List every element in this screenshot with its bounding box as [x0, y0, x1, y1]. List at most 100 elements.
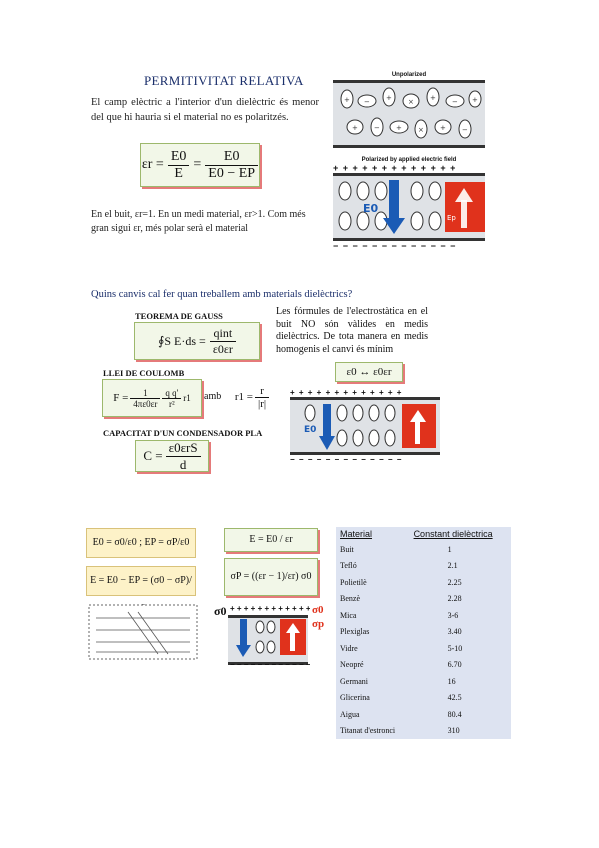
table-row: Polietilè 2.25: [336, 574, 511, 591]
material-constant: 3-6: [447, 610, 459, 620]
material-constant: 2.1: [447, 561, 458, 571]
capacitor-title: CAPACITAT D'UN CONDENSADOR PLA: [103, 428, 263, 438]
coulomb-title: LLEI DE COULOMB: [103, 368, 185, 378]
unpolarized-plates: +−+×+−++−+×+−: [333, 80, 485, 148]
eq-lhs: εr =: [141, 157, 164, 172]
table-row: Glicerina 42.5: [336, 690, 511, 707]
field-equations-2: E = E0 − EP = (σ0 − σP)/ε0: [86, 566, 196, 614]
material-constant: 16: [447, 676, 456, 686]
svg-text:×: ×: [408, 98, 414, 106]
material-constant: 310: [447, 726, 460, 736]
sigmap-label: σp: [312, 618, 325, 630]
gauss-title: TEOREMA DE GAUSS: [135, 311, 223, 321]
sigma-minus-row: − − − − − − − − − − − − −: [230, 660, 310, 669]
r1-frac: r|r|: [255, 385, 270, 410]
gauss-lhs: ∮S E·ds =: [158, 333, 206, 348]
svg-text:−: −: [462, 126, 468, 134]
material-constant: 2.28: [447, 594, 462, 604]
unit-vector-equation: r1 = r|r|: [226, 380, 278, 414]
unpolarized-diagram: Unpolarized +−+×+−++−+×+−: [333, 72, 485, 150]
material-constant: 6.70: [447, 660, 462, 670]
dipoles-random-svg: +−+×+−++−+×+−: [340, 87, 482, 139]
table-row: Buit 1: [336, 541, 511, 558]
minus-row: − − − − − − − − − − − − −: [333, 241, 457, 251]
field-lines-sketch: [88, 604, 198, 660]
col-constant: Constant dielèctrica: [413, 529, 493, 539]
mid-dipoles-svg: E0: [304, 404, 436, 450]
table-row: Tefló 2.1: [336, 558, 511, 575]
svg-text:+: +: [430, 94, 436, 102]
polarized-plates: E0 Ep: [333, 173, 485, 241]
page-title: PERMITIVITAT RELATIVA: [144, 73, 304, 88]
mid-minus-row: − − − − − − − − − − − − −: [290, 455, 403, 464]
material-name: Neopré: [340, 660, 364, 670]
sigma-arrows-svg: [236, 619, 306, 657]
table-row: Mica 3-6: [336, 607, 511, 624]
material-name: Vidre: [340, 643, 358, 653]
table-row: Titanat d'estronci 310: [336, 723, 511, 740]
intro-paragraph: El camp elèctric a l'interior d'un dielè…: [91, 97, 319, 123]
svg-text:−: −: [374, 124, 380, 132]
capacitor-diagram: + + + + + + + + + + + + + E0 − − − − − −…: [290, 388, 440, 468]
polarization-charge-eq: σP = ((εr − 1)/εr) σ0: [224, 558, 318, 596]
eq-equals: =: [193, 157, 202, 172]
sigma-diagram: + + + + + + + + + + + + + σ0 σ0 σp − − −…: [214, 604, 330, 670]
col-material: Material: [340, 529, 373, 539]
epsilon-substitution: ε0 ↔ ε0εr: [335, 362, 403, 382]
material-name: Benzè: [340, 594, 360, 604]
svg-text:−: −: [452, 98, 458, 106]
mid-e0-label: E0: [304, 425, 316, 435]
coulomb-lhs: F =: [113, 392, 129, 404]
mid-plus-row: + + + + + + + + + + + + +: [290, 388, 403, 397]
material-name: Plexiglas: [340, 627, 370, 637]
material-constant: 3.40: [447, 627, 462, 637]
material-name: Polietilè: [340, 577, 367, 587]
mid-plates: E0: [290, 397, 440, 455]
vacuum-note: En el buit, εr=1. En un medi material, ε…: [91, 209, 306, 234]
svg-text:+: +: [344, 96, 350, 104]
material-constant: 2.25: [447, 577, 462, 587]
field-reduction-eq: E = E0 / εr: [224, 528, 318, 552]
table-header-row: Material Constant dielèctrica: [336, 527, 511, 541]
svg-text:−: −: [364, 98, 370, 106]
table-row: Plexiglas 3.40: [336, 624, 511, 641]
field-equations-1: E0 = σ0/ε0 ; EP = σP/ε0: [86, 528, 196, 558]
svg-text:+: +: [352, 124, 358, 132]
ep-label: Ep: [447, 214, 456, 222]
r1-lhs: r1 =: [234, 391, 254, 403]
table-row: Vidre 5-10: [336, 640, 511, 657]
polarized-diagram: Polarized by applied electric field + + …: [333, 157, 485, 257]
table-row: Neopré 6.70: [336, 657, 511, 674]
material-name: Buit: [340, 544, 354, 554]
plus-row: + + + + + + + + + + + + +: [333, 163, 457, 173]
svg-text:×: ×: [418, 126, 424, 134]
formulas-note: Les fórmules de l'electrostàtica en el b…: [276, 306, 428, 355]
material-name: Mica: [340, 610, 357, 620]
material-name: Aigua: [340, 709, 360, 719]
material-constant: 1: [447, 544, 452, 554]
svg-text:+: +: [472, 96, 478, 104]
sigma-plus-row: + + + + + + + + + + + + +: [230, 604, 310, 613]
svg-text:+: +: [386, 94, 392, 102]
table-row: Benzè 2.28: [336, 591, 511, 608]
e0-label: E0: [363, 202, 379, 215]
material-constant: 5-10: [447, 643, 463, 653]
material-constant: 42.5: [447, 693, 462, 703]
material-name: Glicerina: [340, 693, 370, 703]
polarized-label: Polarized by applied electric field: [361, 157, 457, 163]
amb-word: amb: [204, 391, 222, 402]
material-name: Tefló: [340, 561, 357, 571]
material-constant: 80.4: [447, 709, 462, 719]
material-name: Titanat d'estronci: [340, 726, 396, 736]
svg-text:+: +: [440, 124, 446, 132]
table-row: Aigua 80.4: [336, 706, 511, 723]
